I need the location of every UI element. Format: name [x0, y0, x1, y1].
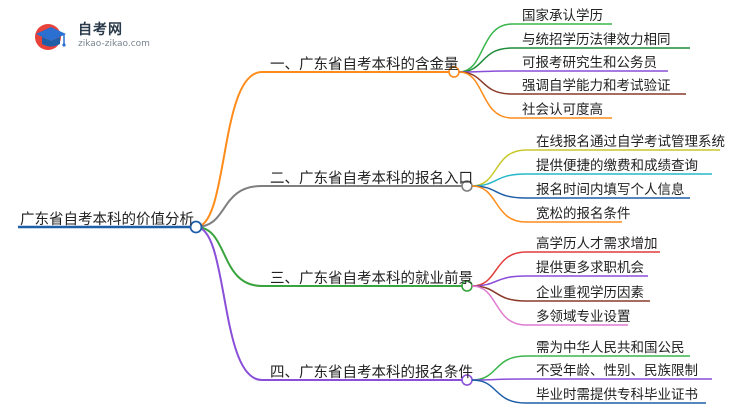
leaf-topic[interactable]: 报名时间内填写个人信息: [536, 182, 685, 198]
leaf-connector: [471, 285, 527, 326]
leaf-topic[interactable]: 毕业时需提供专科毕业证书: [536, 387, 698, 403]
branch-topic-employment[interactable]: 三、广东省自考本科的就业前景: [270, 271, 473, 287]
branch-connector: [195, 226, 263, 381]
leaf-connector: [458, 71, 513, 95]
logo-name: 自考网: [78, 22, 123, 38]
leaf-topic[interactable]: 提供便捷的缴费和成绩查询: [536, 158, 698, 174]
branch-topic-requirements[interactable]: 四、广东省自考本科的报名条件: [270, 365, 473, 381]
leaf-topic[interactable]: 国家承认学历: [522, 8, 603, 24]
site-logo[interactable]: 自考网 zikao-zikao.com: [32, 18, 172, 54]
leaf-connector: [458, 47, 513, 73]
leaf-topic[interactable]: 在线报名通过自学考试管理系统: [536, 134, 725, 150]
root-topic[interactable]: 广东省自考本科的价值分析: [20, 212, 194, 228]
leaf-topic[interactable]: 不受年龄、性别、民族限制: [536, 363, 698, 379]
leaf-topic[interactable]: 需为中华人民共和国公民: [536, 340, 685, 356]
branch-connector: [195, 185, 263, 228]
branch-connector: [195, 71, 263, 228]
leaf-connector: [471, 185, 527, 223]
branch-topic-value[interactable]: 一、广东省自考本科的含金量: [270, 57, 459, 73]
leaf-topic[interactable]: 企业重视学历因素: [536, 285, 644, 301]
graduation-cap-icon: [35, 24, 66, 50]
leaf-topic[interactable]: 多领域专业设置: [536, 309, 631, 325]
root-node-circle: [189, 220, 203, 234]
leaf-connector: [458, 71, 513, 119]
leaf-connector: [471, 379, 527, 404]
branch-topic-registration-portal[interactable]: 二、广东省自考本科的报名入口: [270, 171, 473, 187]
leaf-connector: [471, 149, 527, 187]
leaf-topic[interactable]: 社会认可度高: [522, 102, 603, 118]
leaf-connector: [471, 355, 527, 381]
leaf-topic[interactable]: 可报考研究生和公务员: [522, 55, 657, 71]
logo-url: zikao-zikao.com: [78, 39, 150, 49]
leaf-topic[interactable]: 宽松的报名条件: [536, 206, 631, 222]
leaf-topic[interactable]: 提供更多求职机会: [536, 260, 644, 276]
leaf-topic[interactable]: 与统招学历法律效力相同: [522, 32, 671, 48]
leaf-topic[interactable]: 高学历人才需求增加: [536, 236, 658, 252]
leaf-topic[interactable]: 强调自学能力和考试验证: [522, 78, 671, 94]
branch-connector: [195, 226, 263, 287]
leaf-connector: [458, 23, 513, 73]
